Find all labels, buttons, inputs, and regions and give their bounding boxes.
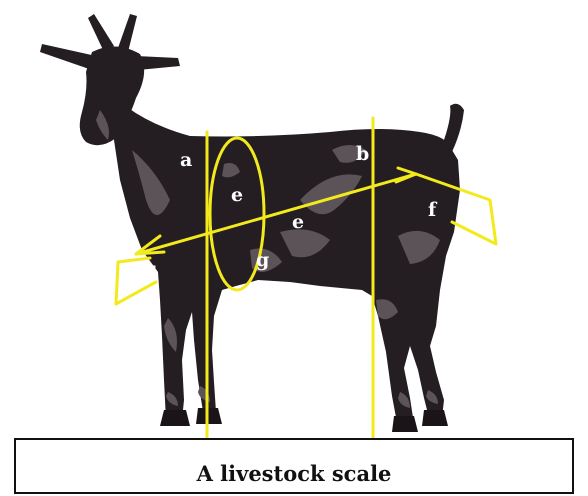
label-g: g [256, 249, 269, 271]
caption-box: A livestock scale [14, 438, 574, 494]
goat-hoof [392, 416, 418, 432]
goat-hoof [196, 408, 222, 424]
label-b: b [356, 143, 369, 165]
goat-horn [88, 14, 114, 52]
goat-hoof [422, 410, 448, 426]
goat-body [114, 100, 460, 428]
goat-silhouette [40, 14, 464, 432]
caption-text: A livestock scale [197, 461, 392, 486]
label-d: d [144, 263, 157, 285]
label-e-body: e [292, 211, 304, 233]
goat-horn [118, 14, 137, 52]
goat-hoof [160, 410, 190, 426]
label-e-ring: e [231, 184, 243, 206]
label-a: a [180, 149, 192, 171]
goat-ear [40, 44, 96, 70]
